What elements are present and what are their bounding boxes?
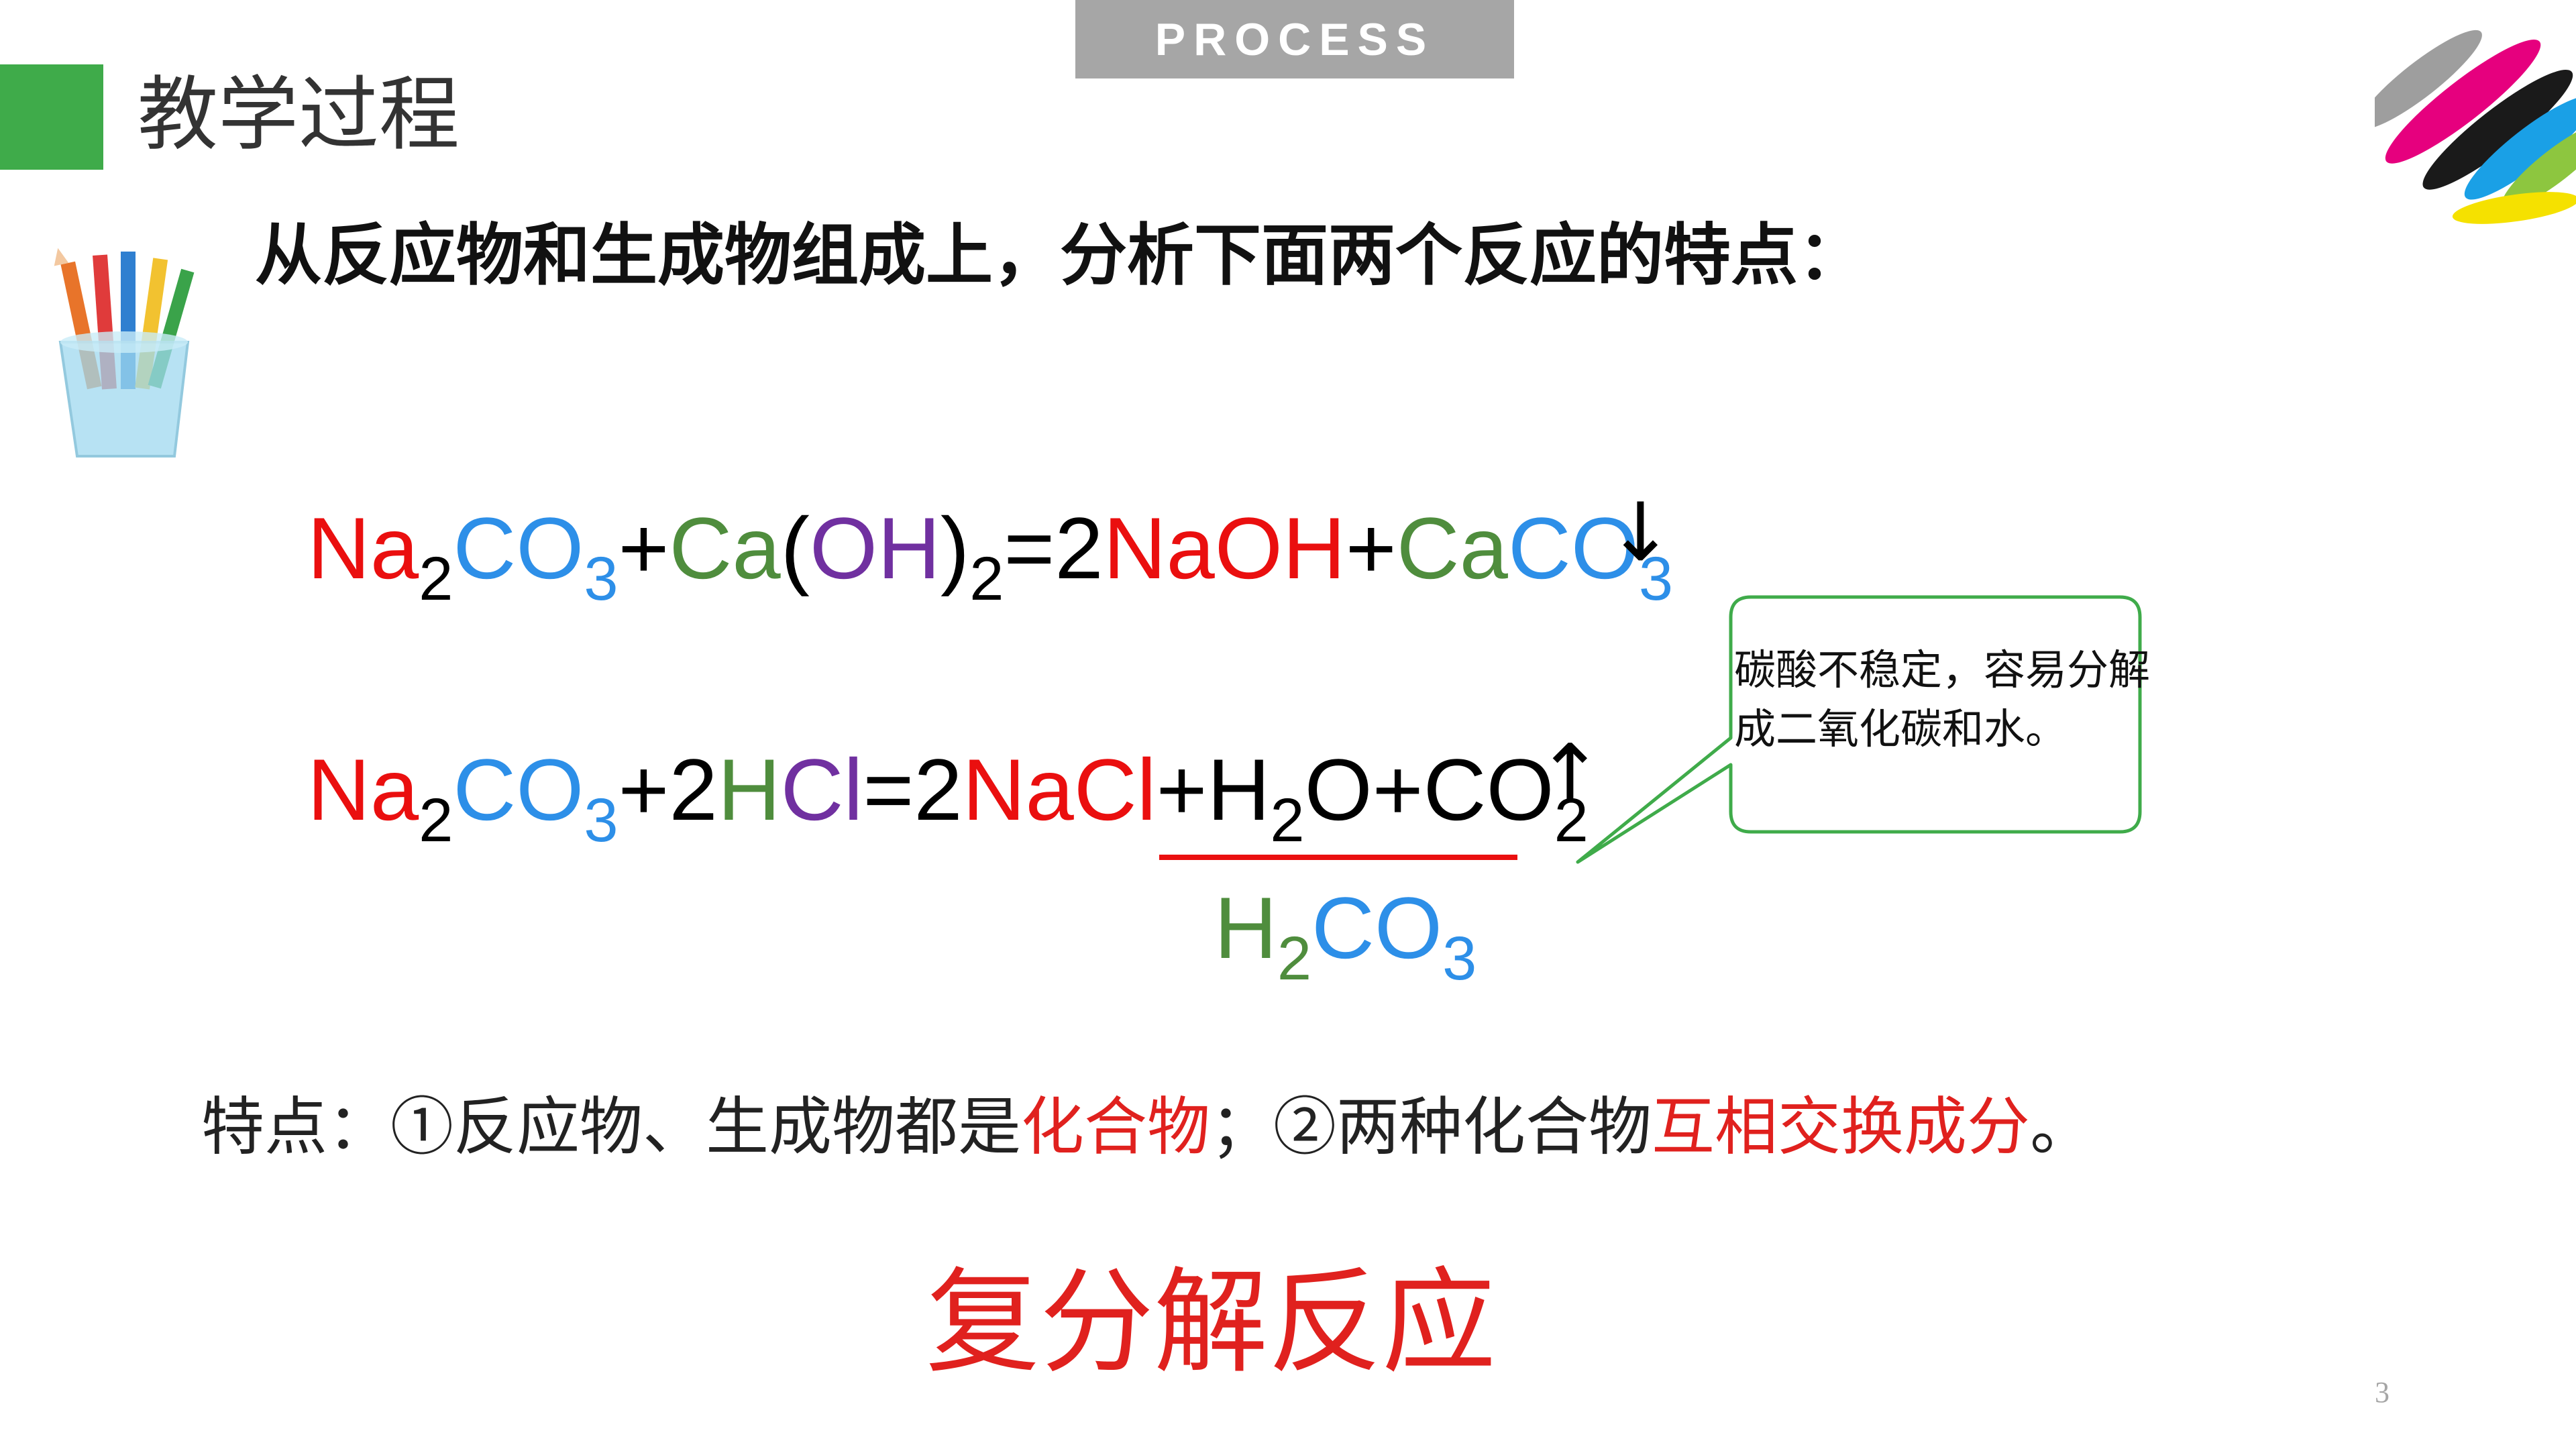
- features-middle: ；②两种化合物: [1210, 1091, 1652, 1164]
- eq2-term: Na: [307, 741, 419, 839]
- eq1-operator: =2: [1004, 499, 1104, 597]
- callout-note: 碳酸不稳定，容易分解成二氧化碳和水。: [1734, 645, 2151, 753]
- pencil-cup-icon: [54, 248, 195, 458]
- eq2-subscript: 2: [1270, 786, 1305, 855]
- eq1-term: Na: [307, 499, 419, 597]
- eq1-operator: +: [618, 499, 669, 597]
- eq2-term: NaCl: [962, 741, 1157, 839]
- page-number: 3: [2375, 1376, 2390, 1409]
- eq2-term: CO: [453, 741, 584, 839]
- eq1-subscript: 3: [584, 545, 619, 614]
- eq1-paren: (: [780, 499, 810, 597]
- eq1-subscript: 2: [419, 545, 453, 614]
- eq1-subscript: 2: [969, 545, 1004, 614]
- h2co3-subscript: 2: [1277, 924, 1312, 994]
- process-tab-label: PROCESS: [1155, 13, 1435, 65]
- eq1-term: Ca: [1396, 499, 1508, 597]
- eq2-term: Cl: [780, 741, 863, 839]
- eq1-term: CO: [1507, 499, 1639, 597]
- eq2-operator: =2: [863, 741, 963, 839]
- section-marker: [0, 64, 103, 170]
- equation-sodium-carbonate-calcium-hydroxide: Na2CO3+Ca(OH)2=2NaOH+CaCO3: [307, 504, 1673, 610]
- eq2-subscript: 2: [1554, 786, 1589, 855]
- eq1-term: OH: [809, 499, 941, 597]
- h2co3-term: CO: [1311, 879, 1443, 977]
- eq1-operator: +: [1345, 499, 1397, 597]
- equation-sodium-carbonate-hydrochloric-acid: Na2CO3+2HCl=2NaCl+H2O+CO2: [307, 746, 1589, 851]
- eq2-operator: +2: [618, 741, 718, 839]
- section-title: 教学过程: [138, 68, 460, 162]
- eq1-term: NaOH: [1103, 499, 1346, 597]
- eq1-term: CO: [453, 499, 584, 597]
- eq2-subscript: 2: [419, 786, 453, 855]
- precipitate-arrow-icon: ↓: [1607, 486, 1674, 580]
- features-suffix: 。: [2030, 1091, 2094, 1164]
- features-prefix: 特点：①反应物、生成物都是: [201, 1091, 1022, 1164]
- carbonic-acid-formula: H2CO3: [1214, 884, 1477, 989]
- eq1-subscript: 3: [1638, 545, 1674, 614]
- eq2-term: O+CO: [1304, 741, 1554, 839]
- features-highlight-exchange: 互相交换成分: [1652, 1091, 2031, 1164]
- gas-arrow-icon: ↑: [1536, 728, 1604, 821]
- speech-bubble: [1576, 595, 2142, 864]
- reaction-features: 特点：①反应物、生成物都是化合物；②两种化合物互相交换成分。: [201, 1090, 2093, 1166]
- eq1-term: Ca: [669, 499, 781, 597]
- striped-brand-logo-icon: [2375, 30, 2576, 224]
- eq2-term: +H: [1156, 741, 1271, 839]
- reaction-type-conclusion: 复分解反应: [926, 1256, 1497, 1389]
- features-highlight-compounds: 化合物: [1021, 1091, 1211, 1164]
- eq2-subscript: 3: [584, 786, 619, 855]
- products-underline: [1159, 855, 1517, 860]
- h2co3-subscript: 3: [1442, 924, 1477, 994]
- intro-prompt: 从反应物和生成物组成上，分析下面两个反应的特点：: [255, 215, 1865, 294]
- eq2-term: H: [717, 741, 781, 839]
- h2co3-term: H: [1214, 879, 1277, 977]
- process-tab: PROCESS: [1075, 0, 1514, 78]
- eq1-paren: ): [940, 499, 970, 597]
